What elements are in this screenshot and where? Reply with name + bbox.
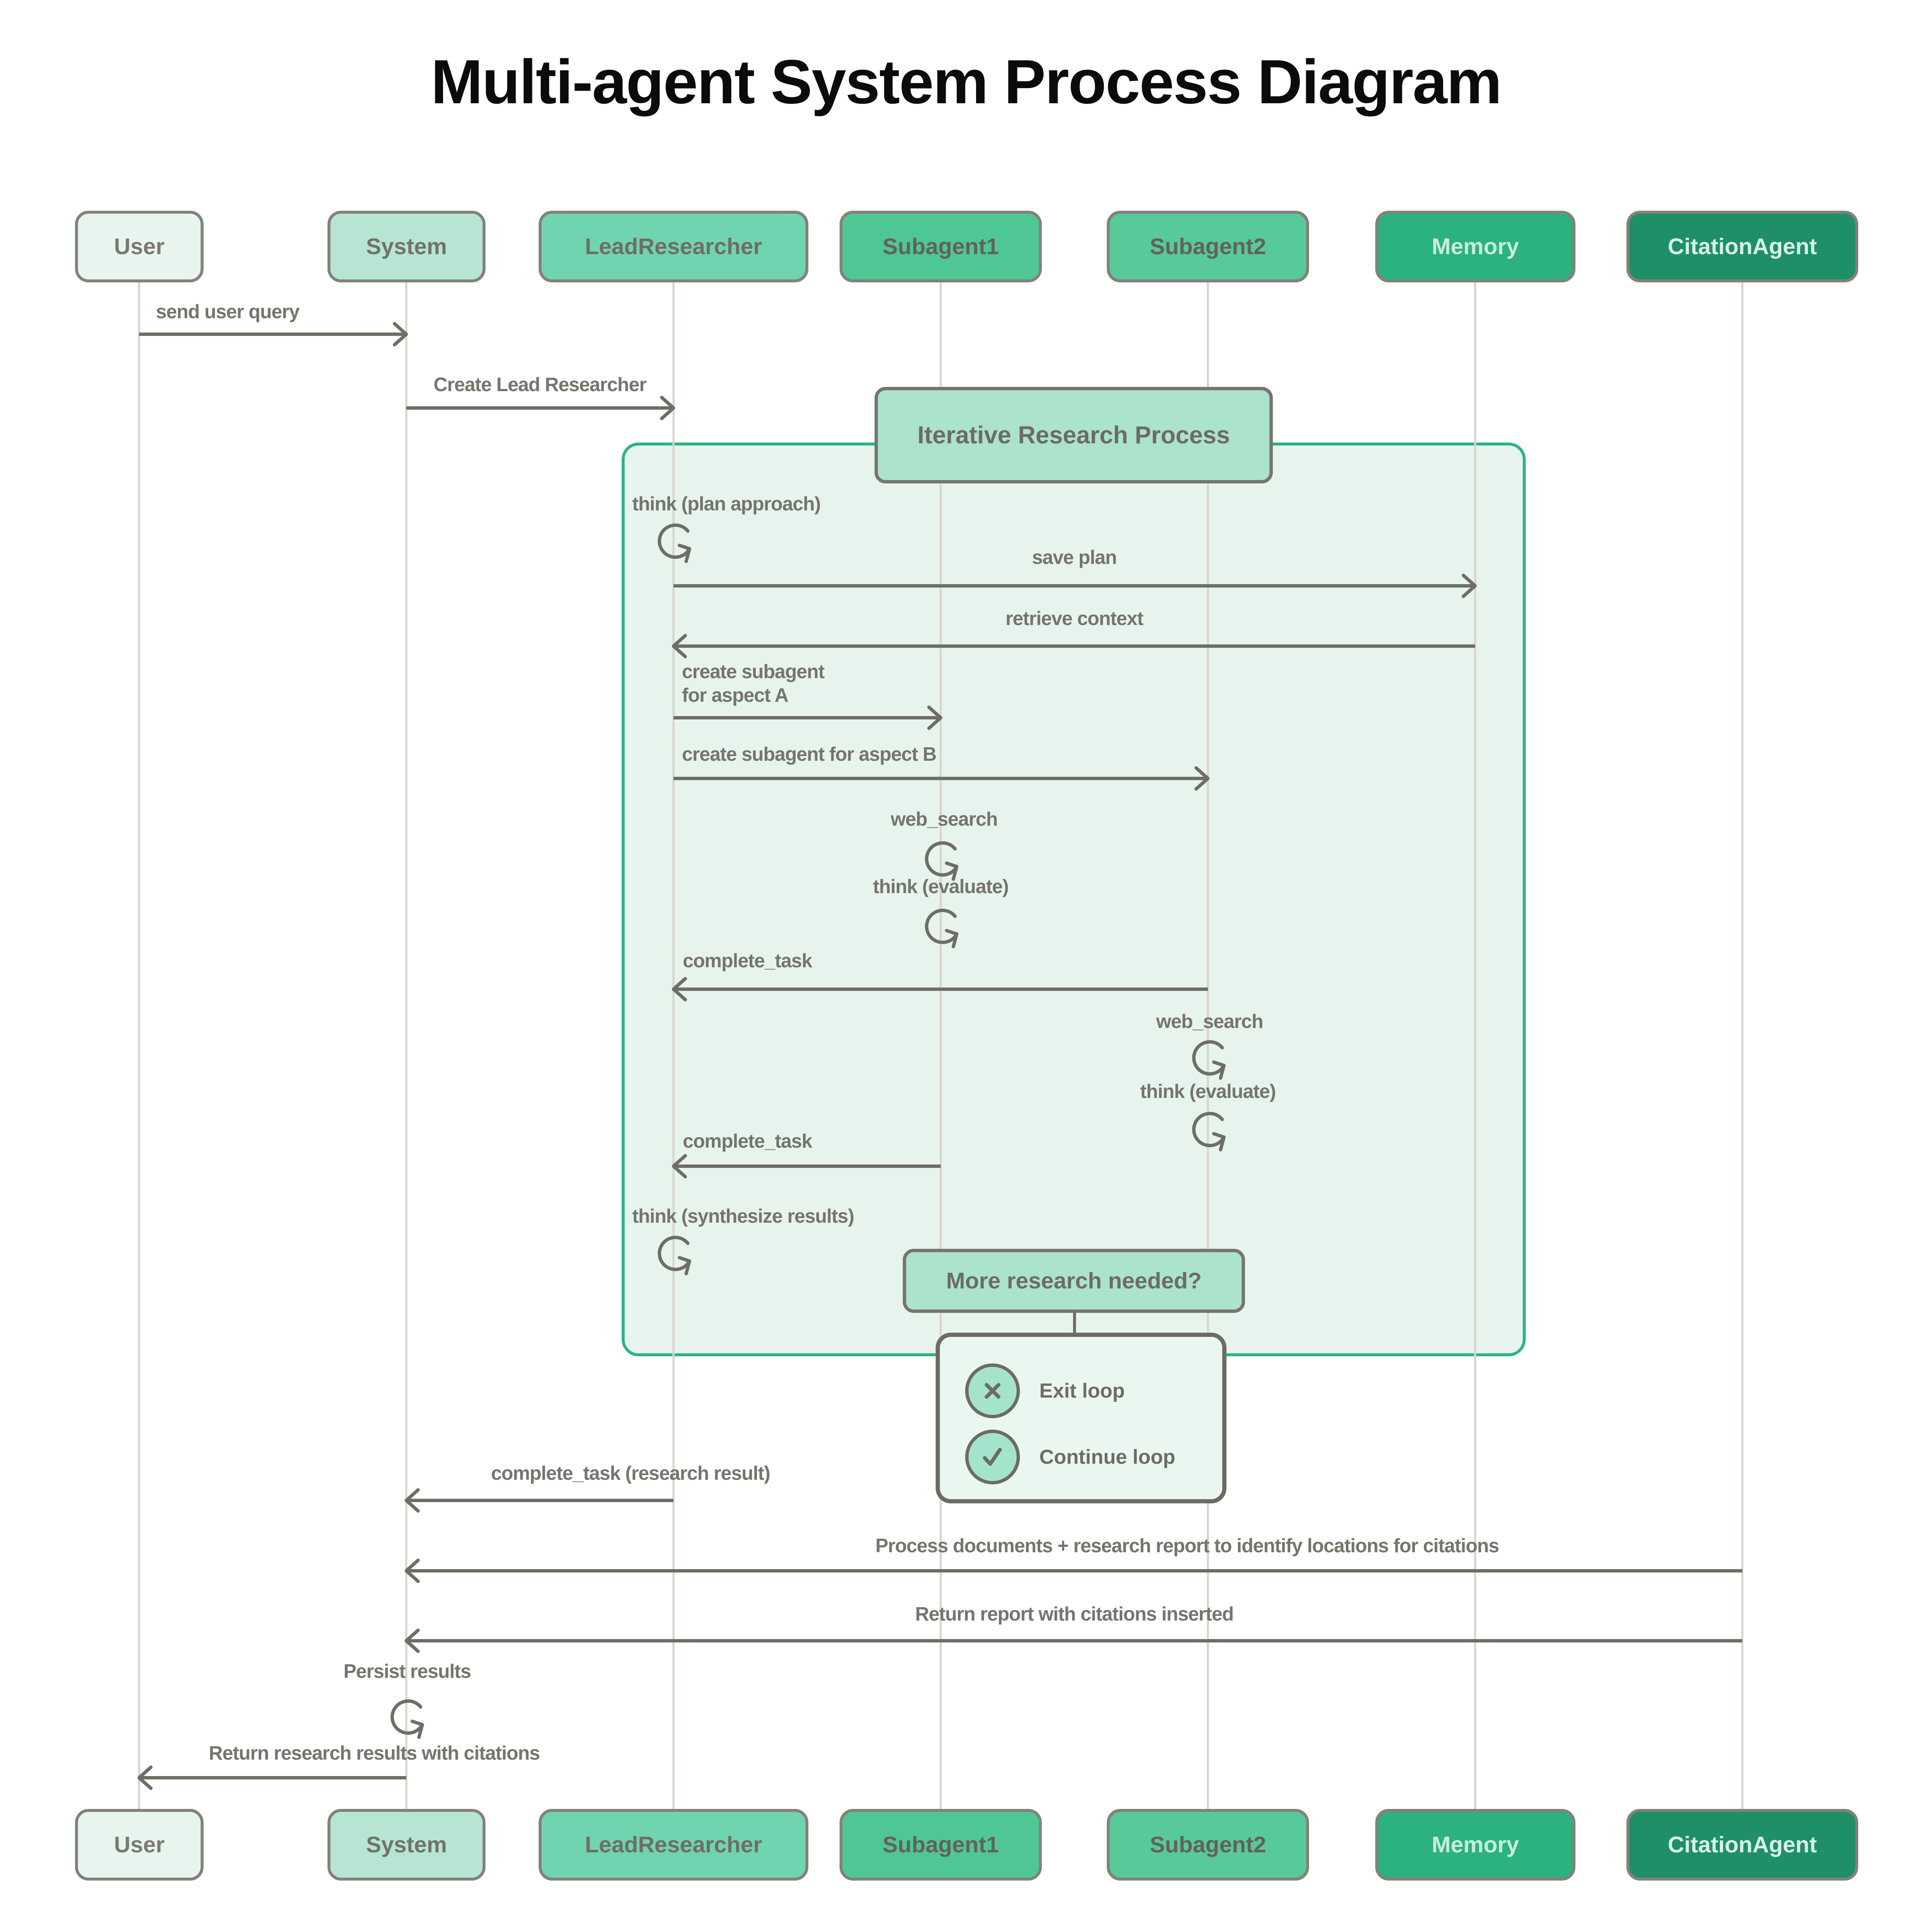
outcome-label-continue: Continue loop xyxy=(1039,1446,1175,1468)
decision-connector xyxy=(1073,1311,1076,1335)
message-label-save-plan: save plan xyxy=(1032,546,1117,568)
arrow-line xyxy=(406,1499,674,1502)
lifeline-leadresearcher xyxy=(672,282,675,1809)
actor-memory-bottom: Memory xyxy=(1375,1809,1575,1881)
arrow-line xyxy=(674,777,1208,780)
outcome-label-exit: Exit loop xyxy=(1039,1379,1125,1402)
lifeline-subagent2 xyxy=(1207,282,1209,1809)
actor-user-bottom: User xyxy=(75,1809,204,1881)
outcome-panel: Exit loop Continue loop xyxy=(936,1333,1226,1503)
message-label-think-evaluate-1: think (evaluate) xyxy=(873,875,1009,897)
arrow-line xyxy=(406,1569,1742,1572)
actor-leadresearcher-bottom: LeadResearcher xyxy=(539,1809,808,1881)
self-loop-icon-web-search-2 xyxy=(1192,1040,1226,1080)
message-label-create-subagent-a-line1: create subagent xyxy=(682,660,825,682)
message-label-send-user-query: send user query xyxy=(156,301,300,322)
actor-leadresearcher-top: LeadResearcher xyxy=(539,211,808,282)
arrowhead-left-icon xyxy=(137,1766,153,1790)
message-label-complete-task-result: complete_task (research result) xyxy=(491,1462,770,1484)
outcome-exit-loop: Exit loop xyxy=(965,1363,1125,1418)
actor-subagent1-top: Subagent1 xyxy=(840,211,1042,282)
actor-citationagent-top: CitationAgent xyxy=(1626,211,1858,282)
arrowhead-right-icon xyxy=(660,396,675,420)
loop-frame xyxy=(622,443,1526,1356)
message-label-create-subagent-b: create subagent for aspect B xyxy=(682,743,936,765)
x-icon xyxy=(965,1363,1020,1418)
arrowhead-left-icon xyxy=(405,1629,420,1653)
arrowhead-left-icon xyxy=(672,977,687,1001)
self-loop-icon-think-evaluate-2 xyxy=(1192,1112,1226,1151)
actor-system-top: System xyxy=(327,211,486,282)
arrowhead-left-icon xyxy=(405,1488,420,1513)
arrow-line xyxy=(406,1639,1742,1642)
arrowhead-right-icon xyxy=(1462,574,1477,598)
actor-subagent2-bottom: Subagent2 xyxy=(1107,1809,1309,1881)
arrow-line xyxy=(674,644,1475,648)
self-loop-icon-think-synthesize xyxy=(657,1236,691,1275)
actor-user-top: User xyxy=(75,211,204,282)
message-label-think-evaluate-2: think (evaluate) xyxy=(1140,1080,1276,1102)
arrowhead-right-icon xyxy=(393,322,408,346)
lifeline-memory xyxy=(1474,282,1476,1809)
diagram-title: Multi-agent System Process Diagram xyxy=(431,47,1502,117)
arrowhead-left-icon xyxy=(672,634,687,658)
actor-subagent1-bottom: Subagent1 xyxy=(840,1809,1042,1881)
arrowhead-right-icon xyxy=(1194,766,1210,791)
arrow-line xyxy=(139,1776,406,1779)
check-icon xyxy=(965,1430,1020,1484)
actor-memory-top: Memory xyxy=(1375,211,1575,282)
self-loop-icon-think-evaluate-1 xyxy=(925,909,958,948)
message-label-complete-task-2: complete_task xyxy=(683,1130,813,1152)
message-label-return-report: Return report with citations inserted xyxy=(915,1603,1234,1625)
lifeline-user xyxy=(138,282,140,1809)
lifeline-subagent1 xyxy=(939,282,942,1809)
actor-subagent2-top: Subagent2 xyxy=(1107,211,1309,282)
loop-frame-title: Iterative Research Process xyxy=(875,387,1273,483)
arrow-line xyxy=(674,716,941,719)
message-label-web-search-1: web_search xyxy=(891,808,998,830)
actor-citationagent-bottom: CitationAgent xyxy=(1626,1809,1858,1881)
message-label-create-lead-researcher: Create Lead Researcher xyxy=(433,373,647,395)
arrowhead-right-icon xyxy=(927,706,942,730)
arrowhead-left-icon xyxy=(405,1559,420,1583)
self-loop-icon-web-search-1 xyxy=(925,841,958,881)
arrow-line xyxy=(674,1165,941,1168)
message-label-persist-results: Persist results xyxy=(343,1660,471,1682)
lifeline-citationagent xyxy=(1741,282,1744,1809)
self-loop-icon-think-plan xyxy=(657,523,691,563)
message-label-complete-task-1: complete_task xyxy=(683,950,813,971)
arrowhead-left-icon xyxy=(672,1154,687,1178)
message-label-retrieve-context: retrieve context xyxy=(1005,607,1144,629)
arrow-line xyxy=(674,987,1208,991)
self-loop-icon-persist-results xyxy=(390,1699,424,1739)
arrow-line xyxy=(406,406,674,410)
message-label-web-search-2: web_search xyxy=(1156,1010,1263,1032)
message-label-think-plan: think (plan approach) xyxy=(632,493,821,515)
arrow-line xyxy=(139,333,406,336)
actor-system-bottom: System xyxy=(327,1809,486,1881)
message-label-return-results: Return research results with citations xyxy=(209,1742,540,1764)
arrow-line xyxy=(674,584,1475,588)
outcome-continue-loop: Continue loop xyxy=(965,1430,1175,1484)
message-label-process-documents: Process documents + research report to i… xyxy=(875,1535,1499,1556)
lifeline-system xyxy=(405,282,408,1809)
message-label-think-synthesize: think (synthesize results) xyxy=(632,1205,854,1227)
message-label-create-subagent-a-line2: for aspect A xyxy=(682,684,789,706)
decision-box: More research needed? xyxy=(903,1249,1245,1313)
